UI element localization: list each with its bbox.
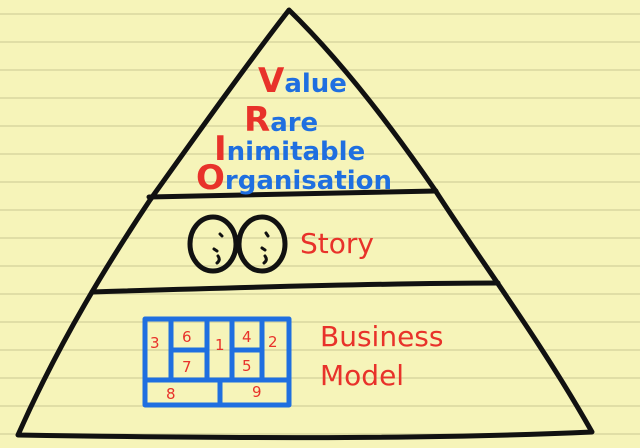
two-faces-icon (187, 214, 288, 274)
vrio-line-organisation: Organisation (196, 158, 392, 198)
business-model-label: Business Model (320, 320, 443, 392)
vrio-rest-inimitable: nimitable (227, 137, 366, 167)
cell-number: 7 (182, 358, 192, 376)
story-label: Story (300, 227, 374, 260)
vrio-rest-value: alue (284, 69, 347, 99)
cell-number: 3 (150, 334, 160, 352)
cell-number: 4 (242, 328, 252, 346)
cell-number: 9 (252, 383, 262, 401)
tier-divider-top (146, 188, 439, 200)
canvas-cell-numbers: 3 6 1 4 2 7 5 8 9 (150, 328, 278, 403)
business-model-label-line1: Business (320, 320, 443, 353)
cell-number: 8 (166, 385, 176, 403)
business-model-canvas-icon (142, 316, 292, 408)
vrio-initial-o: O (196, 158, 225, 198)
vrio-initial-i: I (214, 129, 227, 169)
vrio-initial-r: R (244, 100, 270, 140)
vrio-rest-organisation: rganisation (225, 166, 392, 196)
business-model-label-line2: Model (320, 359, 404, 392)
cell-number: 5 (242, 357, 252, 375)
cell-number: 1 (215, 336, 225, 354)
cell-number: 6 (182, 328, 192, 346)
vrio-line-inimitable: Inimitable (214, 129, 365, 169)
face-left (187, 214, 239, 274)
vrio-rest-rare: are (270, 108, 318, 138)
face-right (236, 214, 288, 274)
vrio-initial-v: V (258, 61, 285, 101)
cell-number: 2 (268, 333, 278, 351)
vrio-line-rare: Rare (244, 100, 318, 140)
vrio-line-value: Value (258, 61, 347, 101)
tier-divider-bottom (89, 280, 501, 295)
vrio-acronym: Value Rare Inimitable Organisation (196, 61, 392, 198)
